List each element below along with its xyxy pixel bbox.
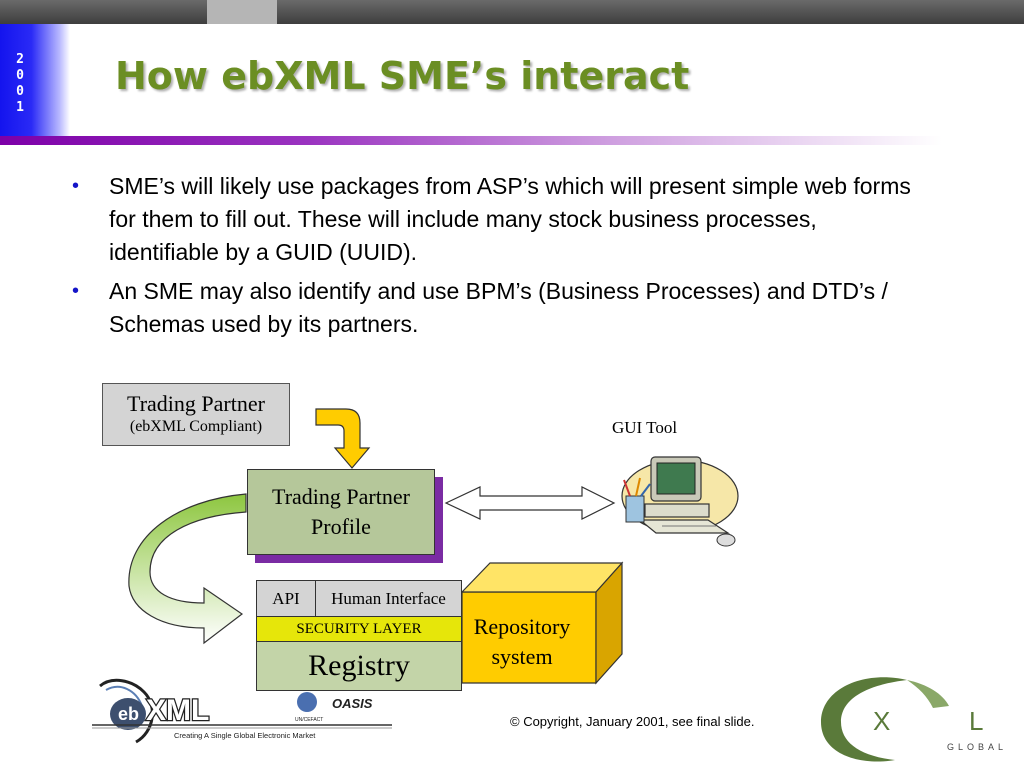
registry-block: API Human Interface SECURITY LAYER Regis… [256, 580, 462, 691]
logo-letter-m: M [919, 706, 941, 736]
registry-human-interface-cell: Human Interface [331, 589, 446, 608]
svg-text:eb: eb [118, 704, 139, 724]
logo-letter-x: X [873, 706, 890, 736]
repository-label-line1: Repository [473, 614, 571, 639]
year-label: 2 0 0 1 [8, 52, 32, 116]
trading-partner-profile-box: Trading Partner Profile [247, 469, 435, 555]
bullet-list: • SME’s will likely use packages from ASP… [72, 170, 932, 347]
bullet-item: • SME’s will likely use packages from ASP… [72, 170, 932, 269]
registry-label: Registry [308, 649, 410, 682]
bullet-text: SME’s will likely use packages from ASP’… [109, 173, 911, 265]
oasis-label: OASIS [332, 696, 373, 711]
trading-partner-sublabel: (ebXML Compliant) [129, 418, 263, 435]
bent-arrow-icon [315, 408, 371, 469]
registry-interfaces: API Human Interface [257, 581, 461, 617]
profile-label-line2: Profile [311, 514, 371, 539]
registry-api-cell: API [257, 581, 316, 616]
repository-cube-icon [460, 561, 624, 685]
year-block: 2 0 0 1 [0, 24, 70, 136]
logo-letter-l: L [969, 706, 983, 736]
trading-partner-label: Trading Partner [127, 391, 265, 416]
repository-label: Repository system [462, 612, 582, 672]
repository-label-line2: system [491, 644, 553, 669]
curved-arrow-icon [128, 493, 247, 645]
ebxml-tagline: Creating A Single Global Electronic Mark… [174, 731, 316, 740]
profile-label-line1: Trading Partner [272, 484, 410, 509]
top-bar-highlight [207, 0, 277, 24]
bullet-dot-icon: • [72, 175, 80, 197]
gui-tool-label: GUI Tool [612, 418, 678, 437]
year-digit: 0 [16, 68, 24, 83]
ebxml-logo-text: XML [146, 694, 209, 727]
top-bar [0, 0, 1024, 24]
copyright-text: © Copyright, January 2001, see final sli… [510, 714, 755, 729]
ebxml-logo: eb XML Creating A Single Global Electron… [92, 678, 392, 744]
year-digit: 1 [16, 100, 24, 115]
computer-icon [621, 456, 739, 547]
title-rule [0, 136, 1024, 145]
logo-word-global: GLOBAL [947, 742, 1007, 752]
year-digit: 2 [16, 52, 24, 67]
slide-title: How ebXML SME’s interact [115, 54, 690, 98]
year-digit: 0 [16, 84, 24, 99]
trading-partner-box: Trading Partner (ebXML Compliant) [102, 383, 290, 446]
security-layer: SECURITY LAYER [257, 617, 461, 642]
double-arrow-icon [444, 486, 616, 520]
bullet-dot-icon: • [72, 280, 80, 302]
bullet-item: • An SME may also identify and use BPM’s … [72, 275, 932, 341]
xml-global-logo: X M L GLOBAL [821, 677, 1007, 762]
bullet-text: An SME may also identify and use BPM’s (… [109, 278, 888, 337]
uncefact-label: UN/CEFACT [295, 717, 323, 723]
